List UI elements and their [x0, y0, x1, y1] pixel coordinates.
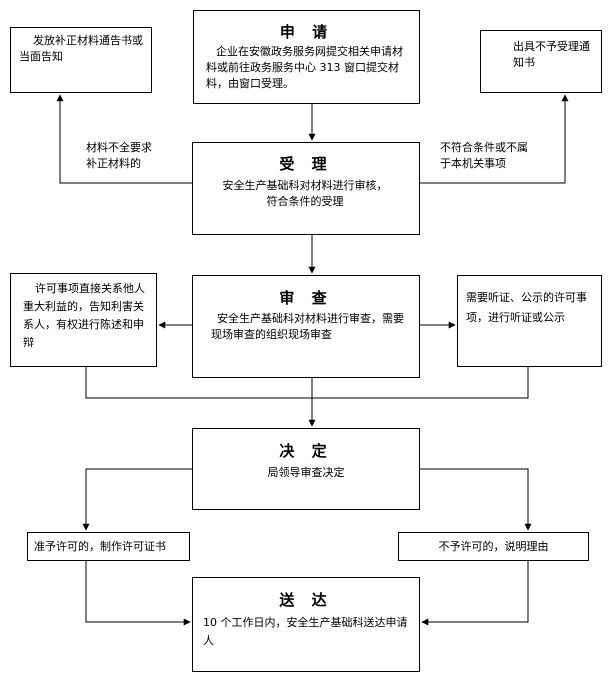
deliver-box: 送 达 10 个工作日内，安全生产基础科送达申请人	[192, 577, 420, 672]
stakeholder-text: 许可事项直接关系他人重大利益的，告知利害关系人，有权进行陈述和申辩	[23, 282, 145, 349]
approve-box: 准予许可的，制作许可证书	[27, 532, 190, 561]
apply-text: 企业在安徽政务服务网提交相关申请材料或前往政务服务中心 313 窗口提交材料，由…	[206, 45, 403, 90]
arrow-accept-to-reject	[420, 94, 569, 184]
accept-title: 受 理	[279, 155, 333, 173]
reject-notice-box: 出具不予受理通知书	[480, 30, 602, 93]
apply-box: 申 请 企业在安徽政务服务网提交相关申请材料或前往政务服务中心 313 窗口提交…	[193, 10, 420, 104]
stakeholder-box: 许可事项直接关系他人重大利益的，告知利害关系人，有权进行陈述和申辩	[10, 273, 157, 367]
merge-line-stakeholder	[85, 367, 312, 399]
decision-box: 决 定 局领导审查决定	[192, 428, 420, 510]
label-not-eligible: 不符合条件或不属于本机关事项	[440, 141, 528, 170]
supplement-notice-box: 发放补正材料通告书或当面告知	[10, 27, 152, 93]
arrow-approve-to-deliver	[85, 561, 191, 626]
apply-title: 申 请	[279, 23, 334, 41]
arrow-decision-to-approve	[82, 468, 192, 531]
deny-text: 不予许可的，说明理由	[438, 540, 549, 553]
supplement-notice-text: 发放补正材料通告书或当面告知	[19, 34, 143, 63]
review-box: 审 查 安全生产基础科对材料进行审查，需要现场审查的组织现场审查	[192, 275, 420, 378]
deny-box: 不予许可的，说明理由	[398, 532, 589, 561]
merge-line-hearing	[312, 367, 529, 399]
hearing-text: 需要听证、公示的许可事项，进行听证或公示	[466, 291, 587, 324]
review-text: 安全生产基础科对材料进行审查，需要现场审查的组织现场审查	[211, 312, 404, 341]
review-title: 审 查	[279, 289, 333, 307]
approve-text: 准予许可的，制作许可证书	[34, 540, 166, 553]
deliver-text: 10 个工作日内，安全生产基础科送达申请人	[203, 616, 408, 647]
accept-box: 受 理 安全生产基础科对材料进行审核，符合条件的受理	[192, 142, 420, 235]
deliver-title: 送 达	[279, 591, 333, 609]
arrow-deny-to-deliver	[421, 561, 529, 626]
accept-text: 安全生产基础科对材料进行审核，符合条件的受理	[222, 179, 388, 208]
decision-text: 局领导审查决定	[267, 466, 345, 479]
decision-title: 决 定	[279, 442, 333, 460]
hearing-box: 需要听证、公示的许可事项，进行听证或公示	[457, 275, 602, 367]
label-incomplete: 材料不全要求补正材料的	[86, 141, 152, 170]
arrow-decision-to-deny	[420, 468, 532, 531]
arrow-accept-to-supplement	[56, 94, 192, 184]
reject-notice-text: 出具不予受理通知书	[513, 40, 590, 69]
